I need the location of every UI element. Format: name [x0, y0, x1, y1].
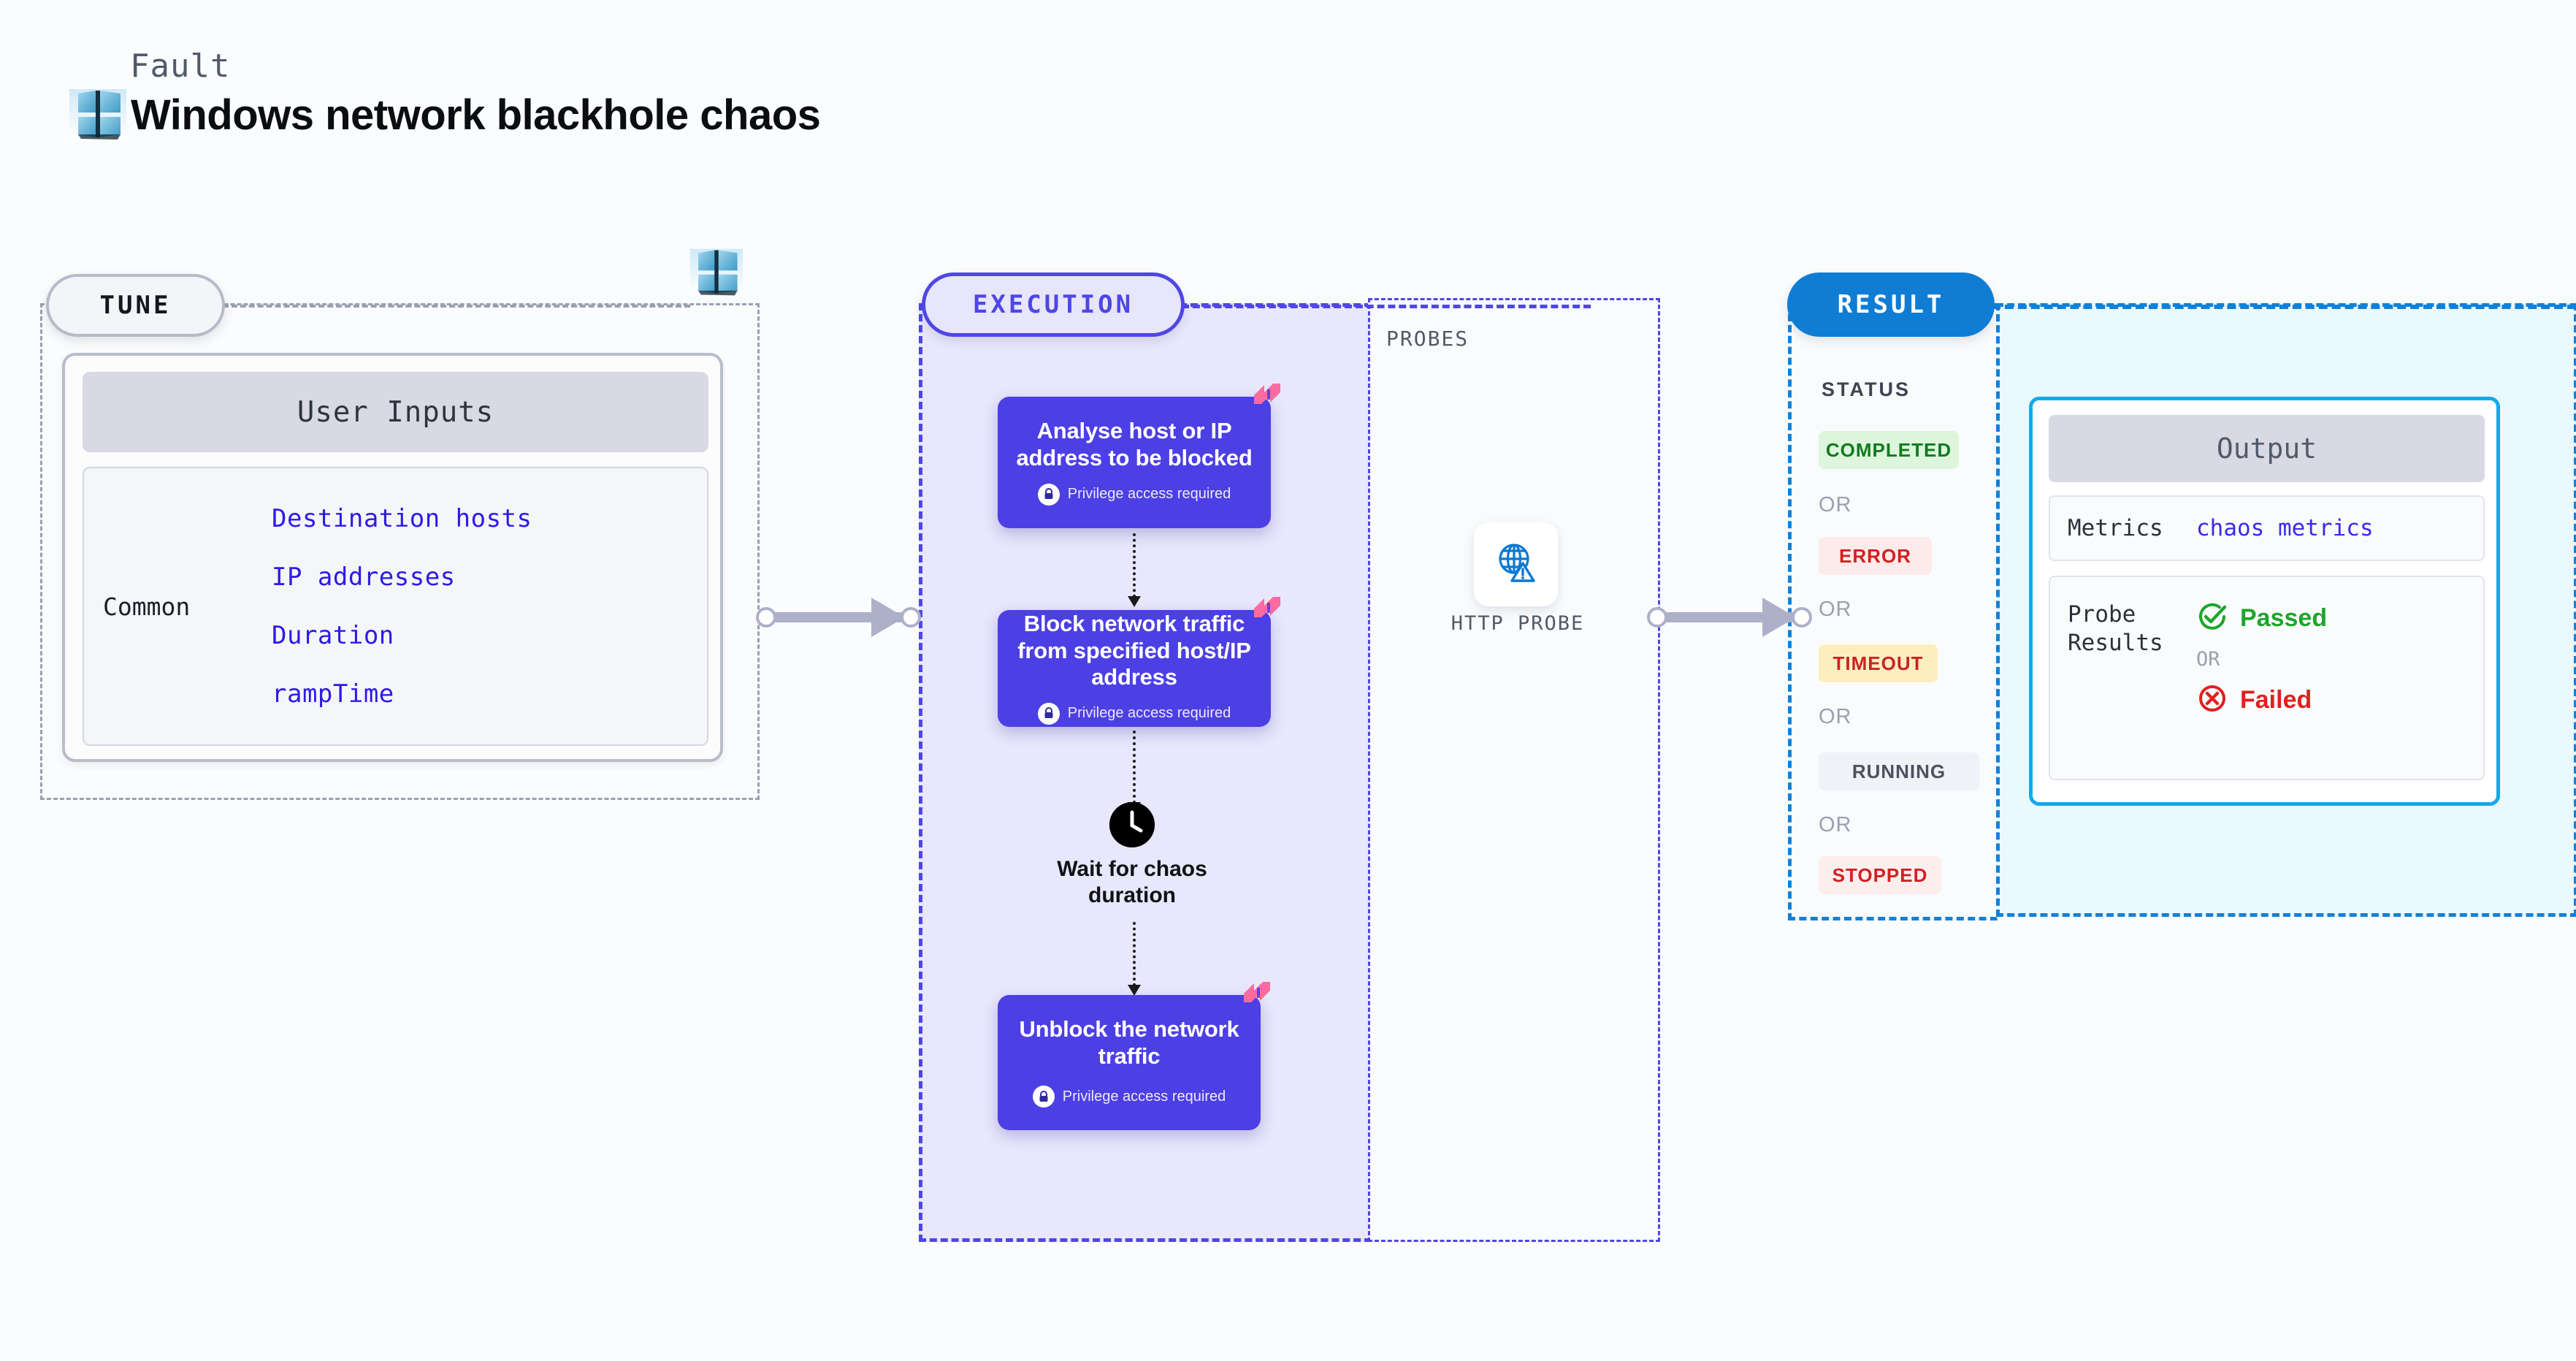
common-group-label: Common	[103, 592, 191, 621]
connector-arrowhead	[1762, 598, 1796, 637]
probes-label: PROBES	[1386, 327, 1469, 351]
page-title: Windows network blackhole chaos	[131, 91, 821, 139]
flow-arrow-2	[1128, 731, 1141, 813]
result-badge-line	[1992, 305, 2576, 309]
execution-wait-node: Wait for chaos duration	[1052, 802, 1212, 909]
metrics-key: Metrics	[2068, 514, 2163, 541]
connector-tune-to-execution	[756, 598, 924, 637]
execution-step-title: Block network traffic from specified hos…	[1017, 611, 1251, 690]
privilege-note: Privilege access required	[1032, 1086, 1226, 1108]
status-label: STATUS	[1822, 378, 1911, 400]
windows-logo-icon	[690, 248, 743, 300]
probe-http-caption: HTTP PROBE	[1451, 612, 1585, 635]
flow-arrow-3	[1128, 922, 1141, 996]
tune-param-ramptime[interactable]: rampTime	[272, 679, 394, 709]
output-probe-results-row: Probe Results Passed OR	[2049, 576, 2485, 780]
status-badge-running: RUNNING	[1819, 752, 1979, 790]
tune-badge[interactable]: TUNE	[46, 274, 225, 337]
execution-step-unblock[interactable]: Unblock the network traffic Privilege ac…	[998, 982, 1270, 1130]
tune-param-duration[interactable]: Duration	[272, 621, 394, 650]
user-inputs-body: Common Destination hosts IP addresses Du…	[83, 467, 708, 746]
privilege-note: Privilege access required	[1037, 702, 1231, 725]
probe-http-icon-box[interactable]	[1474, 522, 1558, 606]
privilege-label: Privilege access required	[1062, 1088, 1226, 1105]
execution-badge[interactable]: EXECUTION	[922, 272, 1185, 337]
output-card: Output Metrics chaos metrics Probe Resul…	[2029, 397, 2500, 806]
status-badge-completed: COMPLETED	[1819, 431, 1959, 469]
flow-arrow-1	[1128, 533, 1141, 607]
lock-icon	[1037, 702, 1060, 725]
connector-dot-right	[901, 607, 921, 628]
globe-warning-icon	[1494, 540, 1539, 589]
user-inputs-header: User Inputs	[83, 372, 708, 452]
probe-result-passed-label: Passed	[2240, 604, 2328, 632]
connector-arrowhead	[871, 598, 905, 637]
wait-node-label: Wait for chaos duration	[1057, 857, 1207, 907]
windows-logo-icon	[69, 89, 126, 140]
tune-card: User Inputs Common Destination hosts IP …	[62, 353, 723, 762]
tune-param-list: Destination hosts IP addresses Duration …	[256, 504, 532, 709]
privilege-label: Privilege access required	[1067, 486, 1231, 503]
chaos-flag-icon	[1241, 979, 1273, 1015]
page-header: Fault	[69, 47, 821, 140]
tune-badge-line	[223, 305, 690, 308]
status-badge-stopped: STOPPED	[1819, 856, 1941, 894]
execution-badge-line	[1182, 305, 1591, 308]
probe-result-passed: Passed	[2196, 601, 2327, 636]
status-or-4: OR	[1819, 813, 1852, 836]
chaos-flag-icon	[1251, 594, 1283, 630]
probes-region	[1368, 298, 1660, 1242]
probe-results-key: Probe Results	[2068, 601, 2163, 656]
connector-dot-left	[1647, 607, 1667, 628]
connector-dot-left	[756, 607, 776, 628]
status-or-2: OR	[1819, 598, 1852, 621]
status-or-3: OR	[1819, 705, 1852, 728]
result-badge[interactable]: RESULT	[1787, 272, 1995, 337]
probe-result-failed-label: Failed	[2240, 686, 2312, 714]
lock-icon	[1032, 1086, 1055, 1108]
status-badge-error: ERROR	[1819, 537, 1932, 575]
output-metrics-row: Metrics chaos metrics	[2049, 495, 2485, 561]
clock-icon	[1109, 802, 1155, 847]
x-circle-icon	[2196, 682, 2228, 718]
execution-step-title: Unblock the network traffic	[1019, 1015, 1239, 1069]
chaos-flag-icon	[1251, 381, 1283, 416]
connector-execution-to-result	[1647, 598, 1815, 637]
status-or-1: OR	[1819, 493, 1852, 516]
lock-icon	[1037, 483, 1060, 506]
output-header: Output	[2049, 415, 2485, 482]
privilege-note: Privilege access required	[1037, 483, 1231, 506]
status-badge-timeout: TIMEOUT	[1819, 644, 1938, 682]
execution-step-analyse[interactable]: Analyse host or IP address to be blocked…	[998, 384, 1280, 528]
tune-param-destination-hosts[interactable]: Destination hosts	[272, 504, 532, 533]
probe-result-or: OR	[2196, 648, 2220, 671]
connector-dot-right	[1792, 607, 1812, 628]
privilege-label: Privilege access required	[1067, 705, 1231, 722]
tune-region	[40, 303, 760, 800]
check-circle-icon	[2196, 601, 2228, 636]
tune-param-ip-addresses[interactable]: IP addresses	[272, 563, 456, 592]
fault-kicker: Fault	[130, 47, 231, 85]
metrics-value[interactable]: chaos metrics	[2196, 515, 2374, 541]
execution-step-block[interactable]: Block network traffic from specified hos…	[998, 597, 1280, 727]
execution-step-title: Analyse host or IP address to be blocked	[1016, 418, 1253, 470]
probe-result-failed: Failed	[2196, 682, 2327, 718]
